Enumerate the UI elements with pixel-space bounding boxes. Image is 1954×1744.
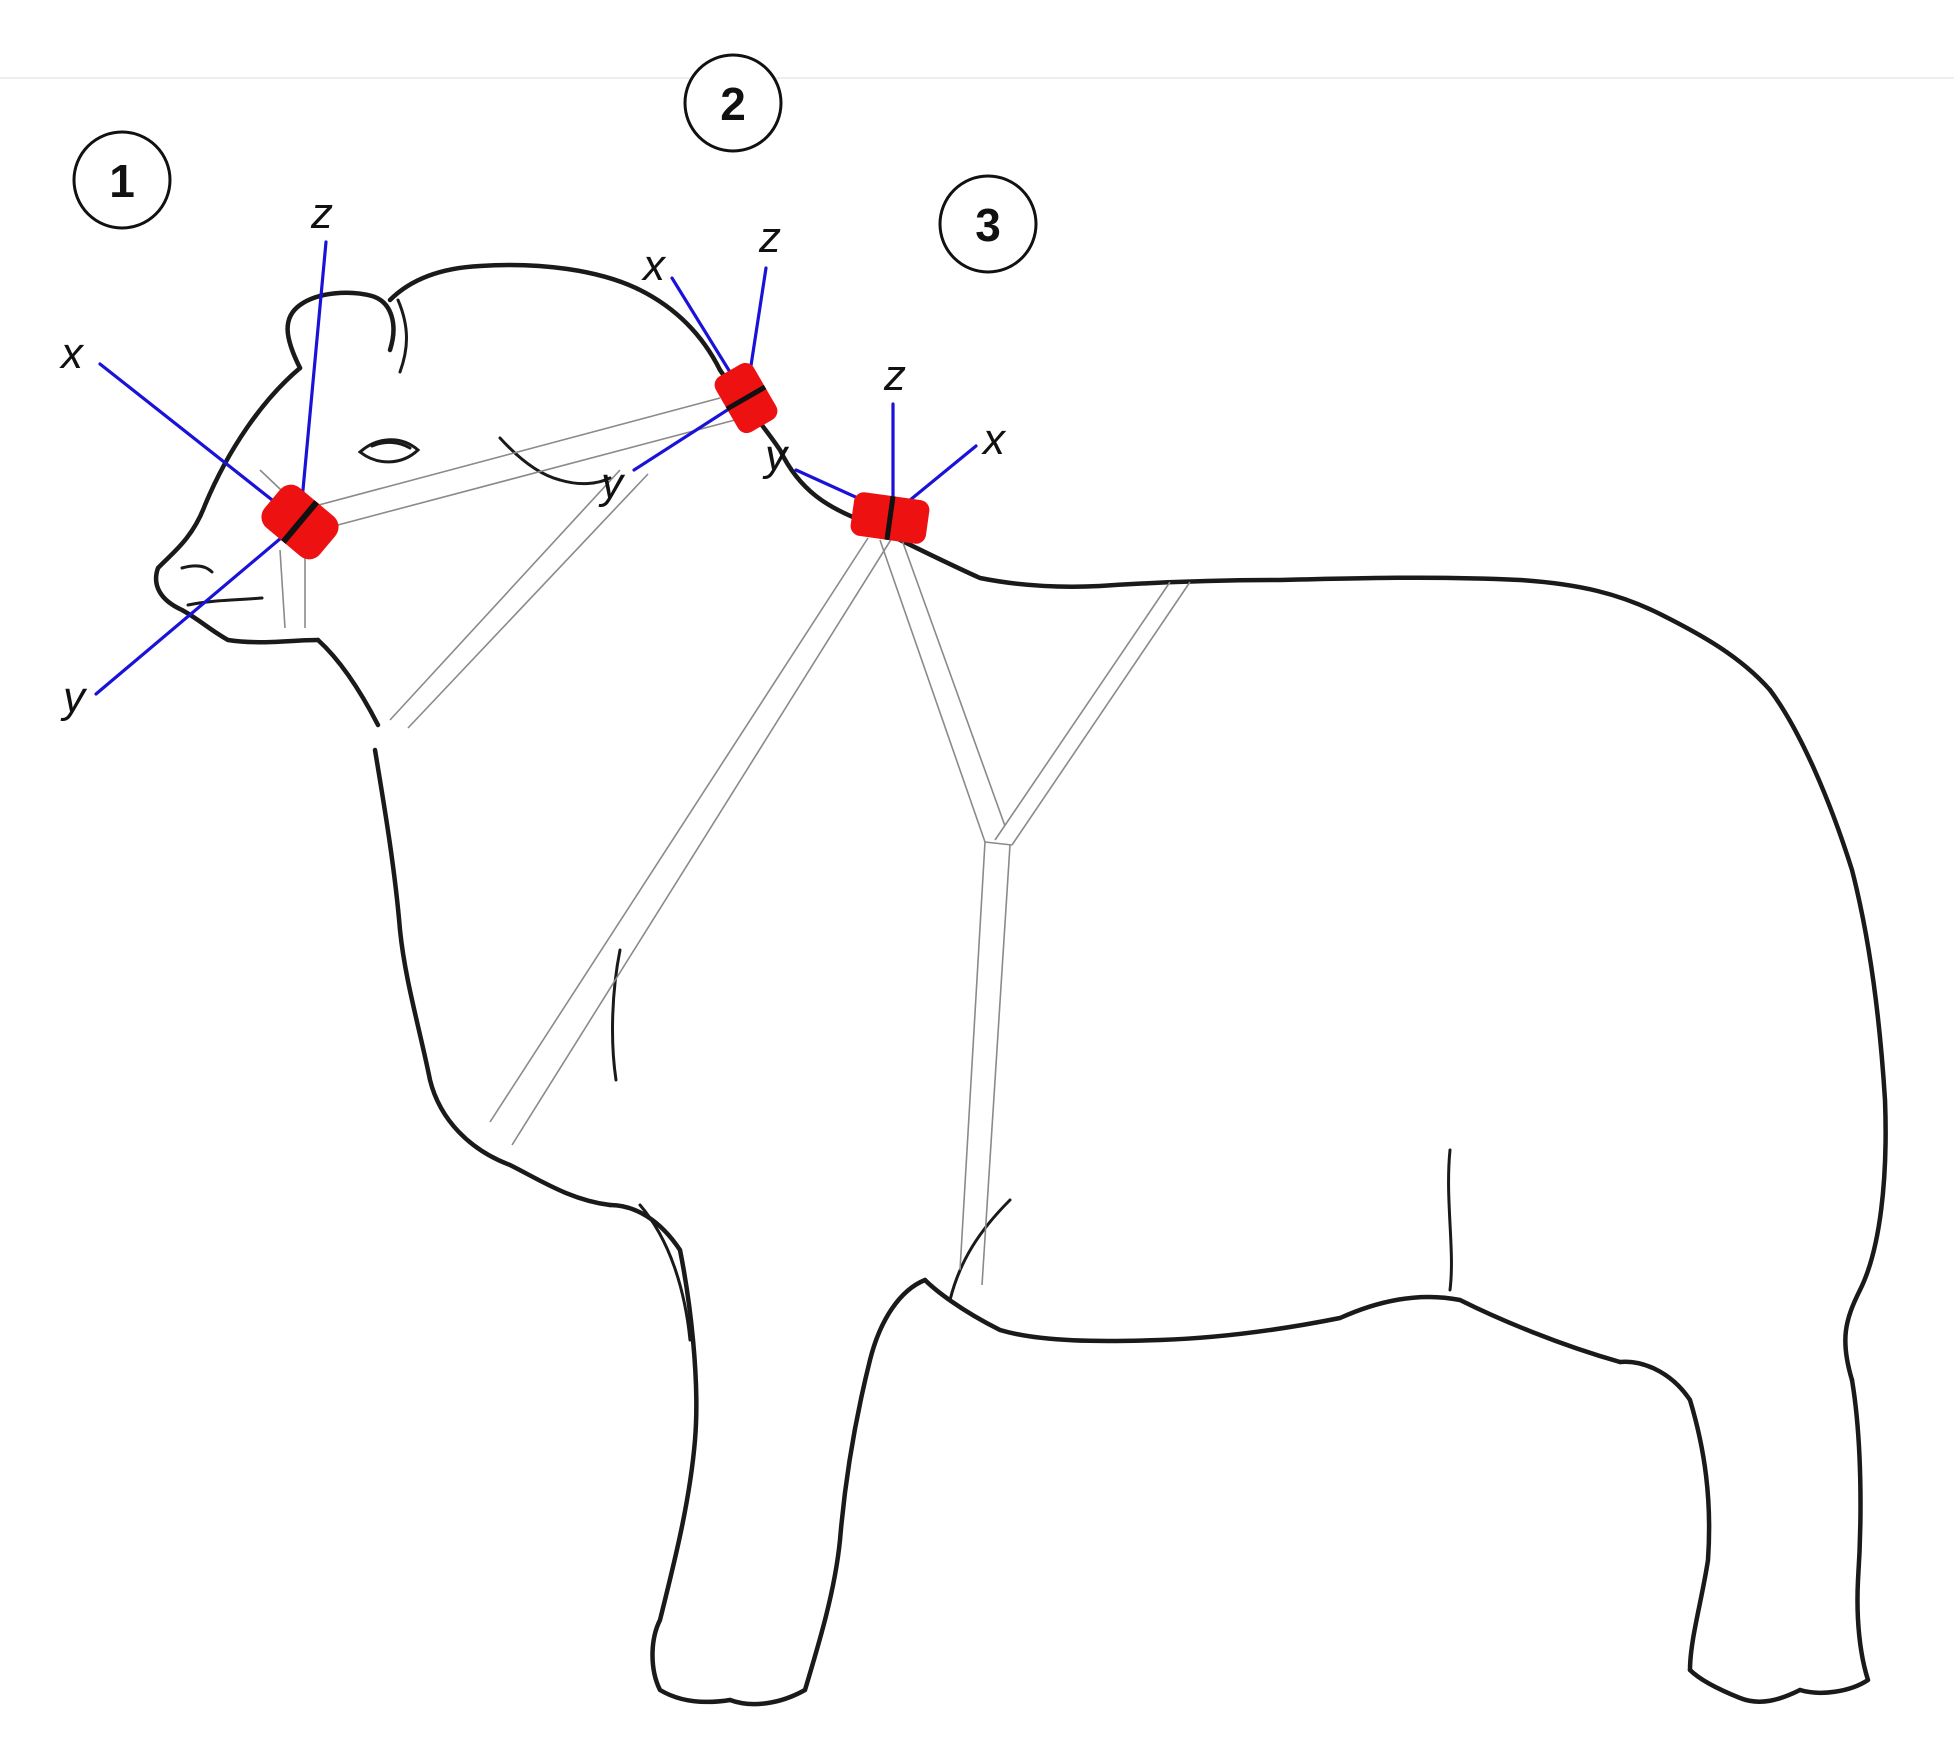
marker-2-label: 2 (720, 78, 746, 130)
sensor-2-y-axis (632, 396, 748, 472)
sensor-3-z-label: z (883, 351, 906, 400)
sheep-outline-icon (153, 262, 1888, 1707)
marker-3-circle (938, 174, 1038, 274)
sensor-1-x-label: x (59, 329, 85, 378)
sensor-2-z-label: z (758, 213, 781, 262)
marker-2-circle (683, 53, 783, 153)
sensor-1-x-axis (98, 362, 302, 524)
marker-1-circle (72, 130, 172, 230)
marker-1-label: 1 (109, 155, 135, 207)
sensor-3-x-label: x (981, 415, 1007, 464)
sensor-1-z-label: z (310, 189, 333, 238)
sensor-3-y-label: y (762, 431, 790, 480)
sensor-2: 2 x z y (598, 53, 783, 508)
sensor-3: 3 z x y (762, 174, 1038, 544)
sensor-1-y-label: y (60, 673, 88, 722)
sensor-2-y-label: y (598, 459, 626, 508)
sensor-2-x-label: x (641, 241, 667, 290)
harness (259, 397, 1191, 1286)
sensor-1: 1 x z y (59, 130, 339, 722)
sensor-1-y-axis (94, 520, 302, 696)
marker-3-label: 3 (975, 199, 1001, 251)
sensor-1-z-axis (298, 240, 328, 524)
